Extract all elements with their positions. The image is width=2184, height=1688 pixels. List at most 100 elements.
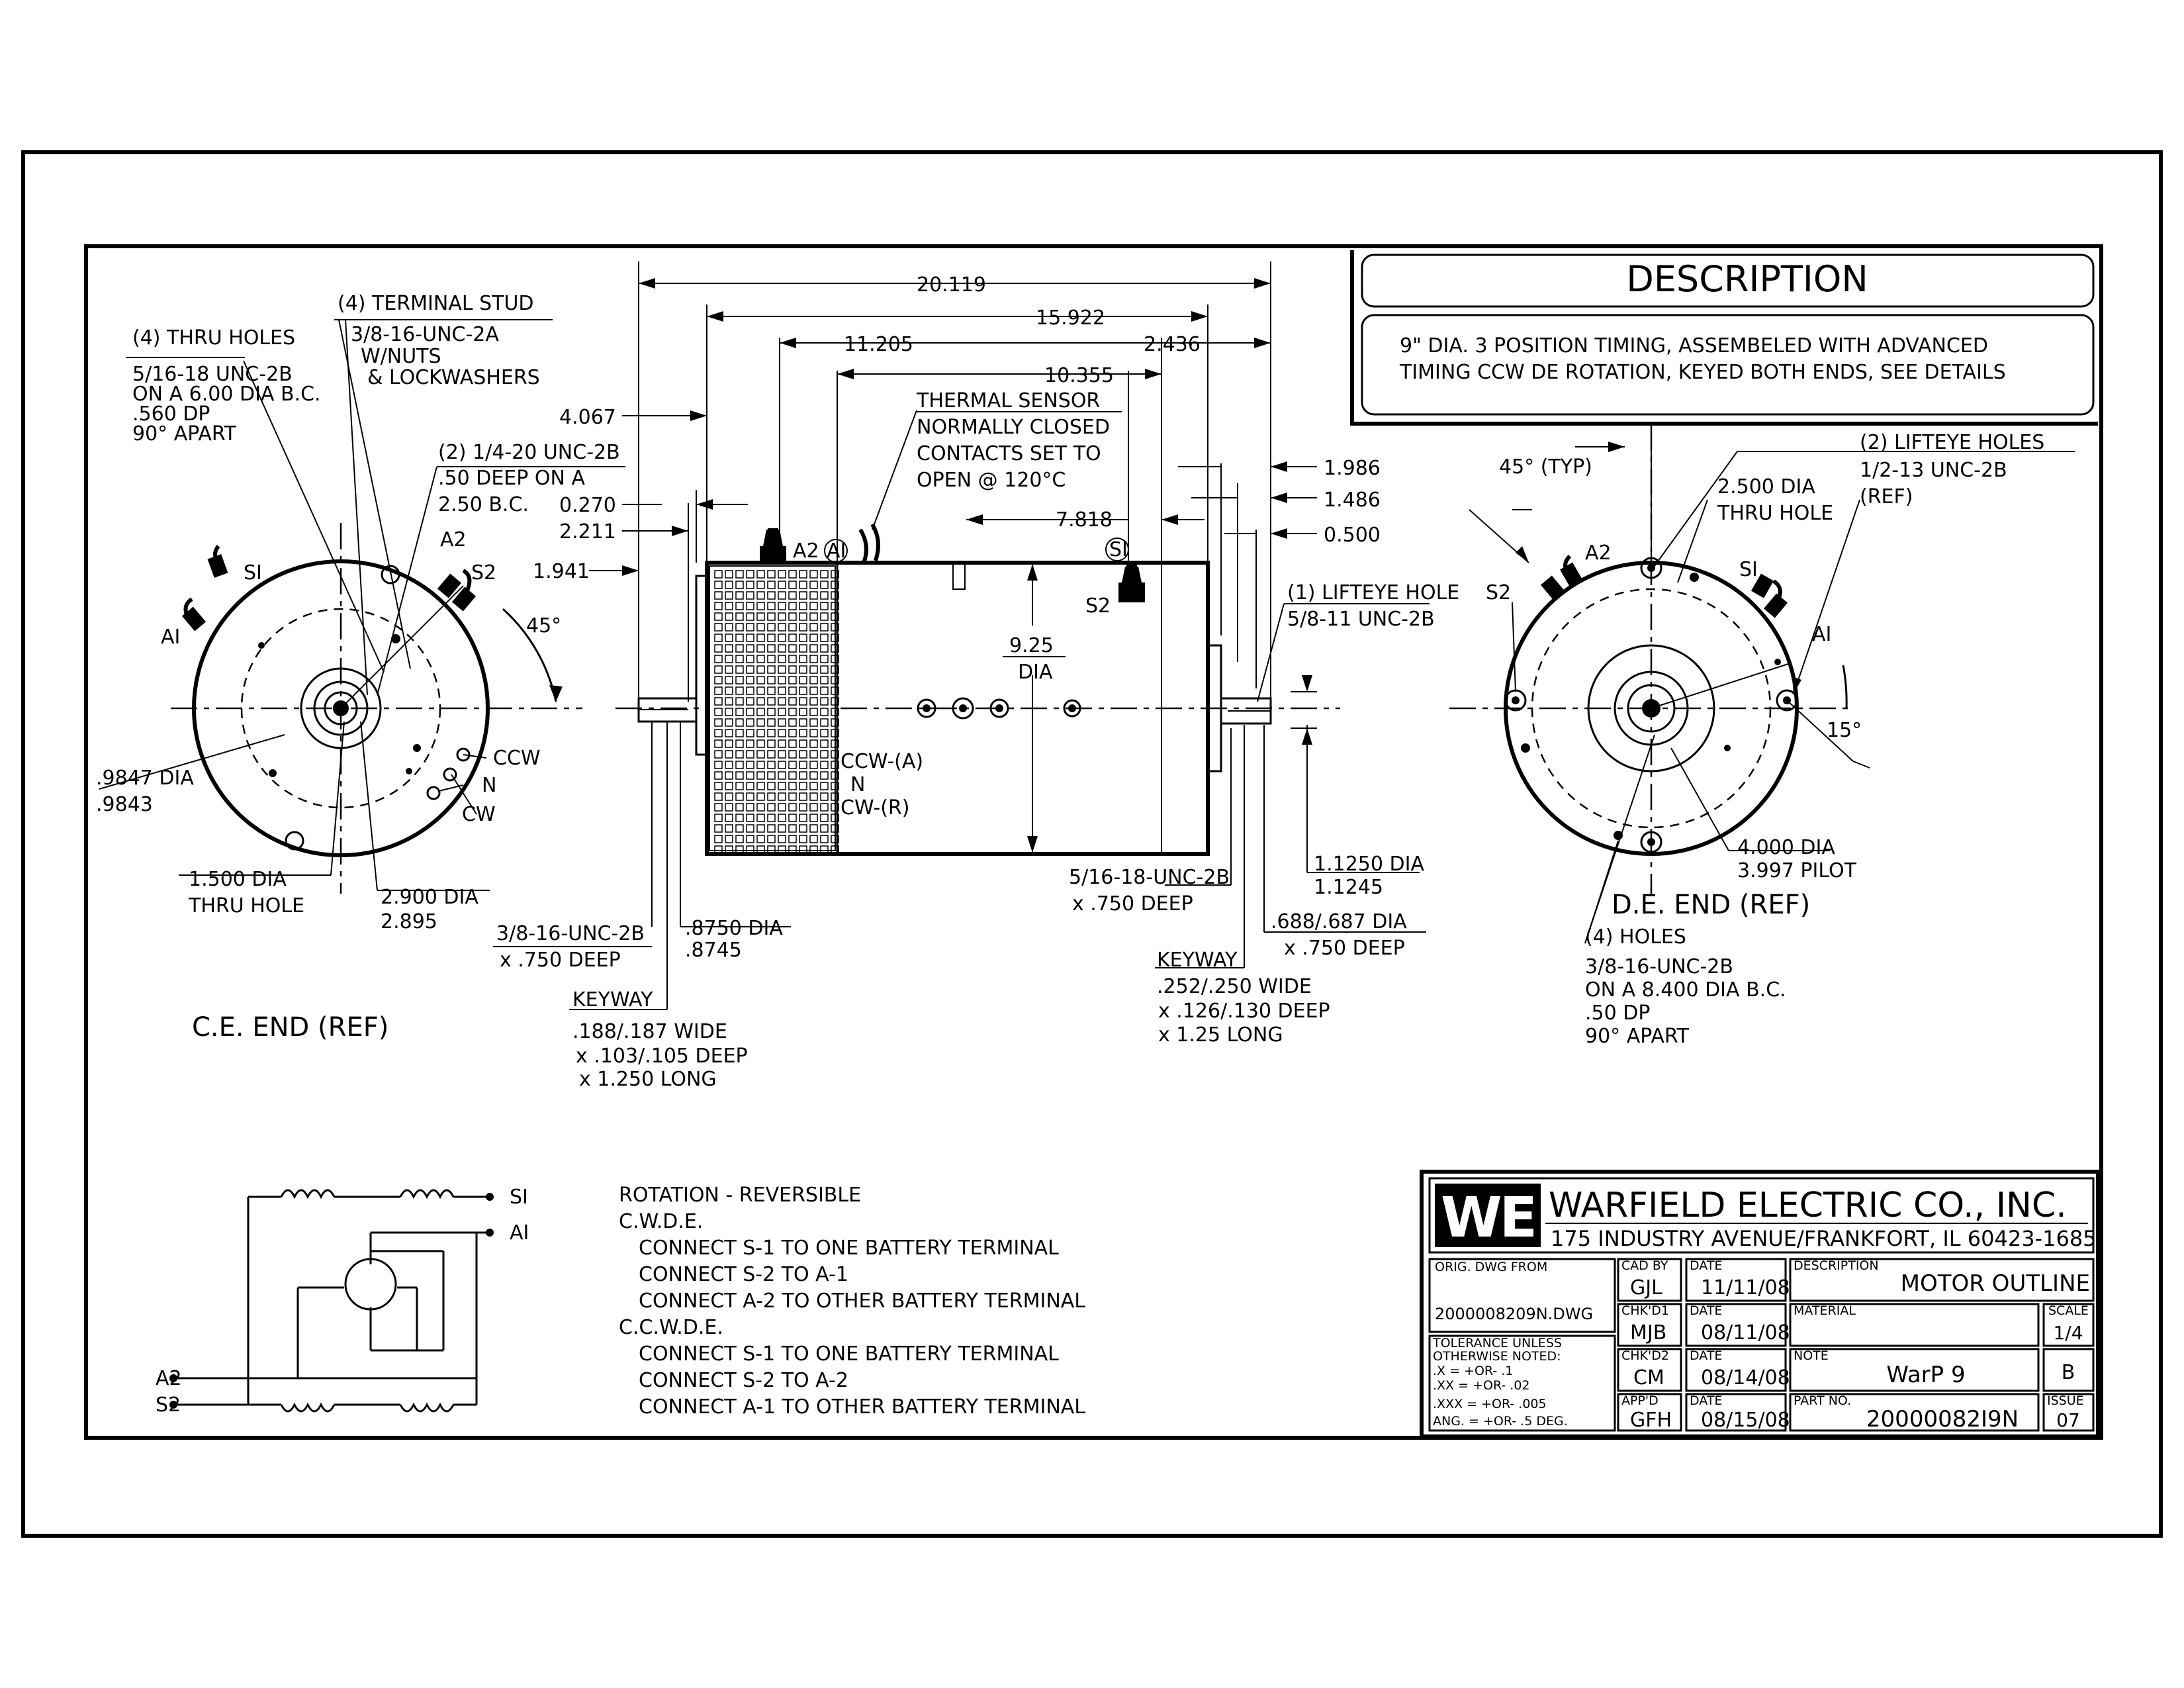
material-label: MATERIAL — [1794, 1303, 1856, 1318]
wiring-schematic: SI AI A2 S2 — [156, 1186, 529, 1417]
side-term-s1: SI — [1109, 538, 1128, 561]
ce-thru-holes-4: 90° APART — [132, 422, 237, 445]
tolerance-1: OTHERWISE NOTED: — [1433, 1349, 1561, 1364]
de-thru-hole-0: 2.500 DIA — [1717, 475, 1815, 498]
orig-dwg-label: ORIG. DWG FROM — [1435, 1260, 1547, 1274]
appd-label: APP'D — [1621, 1393, 1659, 1408]
de-holes-2: ON A 8.400 DIA B.C. — [1585, 978, 1786, 1002]
dim-11205: 11.205 — [844, 333, 913, 356]
scale-value: 1/4 — [2053, 1322, 2083, 1344]
de-lifteye-0: (2) LIFTEYE HOLES — [1860, 431, 2044, 454]
de-end-view — [1449, 424, 2075, 944]
ce-term-a1: AI — [161, 626, 180, 649]
de-labels: 45° (TYP) (2) LIFTEYE HOLES 1/2-13 UNC-2… — [1486, 431, 2044, 1048]
scale-label: SCALE — [2048, 1303, 2089, 1318]
description-line-2: TIMING CCW DE ROTATION, KEYED BOTH ENDS,… — [1399, 361, 2006, 384]
inner-border — [84, 244, 2103, 1440]
ce-bore-dia-1: .9843 — [96, 793, 153, 816]
description-label: DESCRIPTION — [1794, 1258, 1879, 1273]
tolerance-4: .XXX = +OR- .005 — [1433, 1397, 1547, 1411]
dim-7818: 7.818 — [1056, 508, 1113, 532]
company-logo: WE — [1435, 1184, 1541, 1250]
ce-terminal-stud-3: & LOCKWASHERS — [367, 366, 540, 389]
appd-value: GFH — [1630, 1409, 1672, 1432]
side-view — [493, 261, 1430, 1010]
date-2: 08/11/08 — [1701, 1321, 1790, 1344]
rev-value: B — [2062, 1361, 2075, 1384]
de-term-a2: A2 — [1585, 541, 1612, 565]
de-holes-1: 3/8-16-UNC-2B — [1585, 955, 1733, 978]
side-lifteye-1: 5/8-11 UNC-2B — [1287, 608, 1435, 631]
de-lifteye-2: (REF) — [1860, 485, 1913, 508]
outer-border — [21, 150, 2163, 1538]
ce-thru-holes-3: .560 DP — [132, 402, 210, 426]
tolerance-5: ANG. = +OR- .5 DEG. — [1433, 1414, 1568, 1429]
ce-term-a2: A2 — [440, 528, 467, 551]
side-term-s2: S2 — [1085, 594, 1111, 618]
ce-unc-holes-2: 2.50 B.C. — [438, 493, 529, 516]
description-header: DESCRIPTION — [1626, 258, 1868, 300]
schem-a2: A2 — [156, 1367, 182, 1390]
armature-symbol — [344, 1258, 397, 1311]
thermal-3: OPEN @ 120°C — [917, 469, 1066, 492]
de-thru-hole-1: THRU HOLE — [1717, 502, 1833, 525]
ce-keyway-1: .188/.187 WIDE — [572, 1020, 727, 1043]
logo-text: WE — [1441, 1185, 1535, 1250]
side-labels: 20.119 15.922 11.205 2.436 10.355 4.067 … — [496, 273, 1459, 1091]
side-term-a1: AI — [827, 539, 846, 563]
dim-10355: 10.355 — [1044, 364, 1114, 387]
ce-flange — [695, 575, 708, 756]
thermal-1: NORMALLY CLOSED — [917, 416, 1110, 439]
ce-thru-hole-0: 1.500 DIA — [189, 868, 287, 891]
chkd1-value: MJB — [1630, 1321, 1666, 1344]
de-tap-0: 5/16-18-UNC-2B — [1069, 866, 1230, 889]
de-keyway-1: .252/.250 WIDE — [1157, 975, 1312, 998]
de-tap-1: x .750 DEEP — [1072, 892, 1193, 915]
ce-end-view — [99, 319, 582, 894]
note-3: CONNECT S-2 TO A-1 — [639, 1263, 848, 1286]
dim-lines — [589, 278, 1317, 576]
company-name: WARFIELD ELECTRIC CO., INC. — [1549, 1186, 2067, 1225]
note-value: WarP 9 — [1886, 1362, 1965, 1388]
ce-timing-ccw: CCW — [493, 747, 541, 770]
issue-value: 07 — [2056, 1409, 2080, 1431]
de-keyway-3: x 1.25 LONG — [1158, 1023, 1283, 1047]
de-terminal-studs — [1540, 554, 1788, 618]
ce-angle-45: 45° — [526, 614, 561, 637]
ce-terminal-stud-1: 3/8-16-UNC-2A — [351, 323, 499, 346]
ce-pilot-dia-0: 2.900 DIA — [381, 886, 478, 909]
de-term-s1: SI — [1739, 558, 1758, 581]
de-term-s2: S2 — [1486, 581, 1511, 604]
dim-1986: 1.986 — [1324, 457, 1381, 480]
rotation-0: CCW-(A) — [841, 750, 923, 773]
note-7: CONNECT S-2 TO A-2 — [639, 1369, 848, 1392]
thermal-0: THERMAL SENSOR — [916, 389, 1100, 412]
de-tap2-0: .688/.687 DIA — [1271, 910, 1407, 933]
ce-tap-1: x .750 DEEP — [500, 949, 621, 972]
ce-keyway-0: KEYWAY — [572, 988, 653, 1011]
dim-dia-value: 9.25 — [1009, 634, 1054, 657]
note-5: C.C.W.D.E. — [619, 1316, 723, 1339]
de-keyway-0: KEYWAY — [1157, 949, 1238, 972]
ce-shaft-0: .8750 DIA — [685, 917, 783, 940]
side-terminals — [760, 523, 1145, 602]
ce-term-s1: SI — [244, 561, 262, 585]
description-line-1: 9" DIA. 3 POSITION TIMING, ASSEMBELED WI… — [1400, 334, 1988, 357]
ce-terminal-stud-0: (4) TERMINAL STUD — [338, 292, 534, 315]
de-pilot-1: 3.997 PILOT — [1737, 859, 1857, 882]
tolerance-3: .XX = +OR- .02 — [1433, 1378, 1530, 1393]
de-holes-4: 90° APART — [1585, 1025, 1690, 1048]
ce-pilot-dia-1: 2.895 — [381, 910, 437, 933]
de-tap2-1: x .750 DEEP — [1284, 937, 1405, 960]
description-value: MOTOR OUTLINE — [1901, 1270, 2090, 1297]
de-holes-0: (4) HOLES — [1585, 925, 1686, 949]
ce-bore-dia-0: .9847 DIA — [96, 767, 194, 790]
dim-15922: 15.922 — [1036, 306, 1105, 330]
dim-2436: 2.436 — [1144, 333, 1201, 356]
issue-label: ISSUE — [2047, 1393, 2084, 1408]
chkd1-label: CHK'D1 — [1621, 1303, 1669, 1318]
ce-thru-hole-1: THRU HOLE — [188, 894, 304, 917]
de-lifteye-1: 1/2-13 UNC-2B — [1860, 459, 2007, 482]
ce-timing-cw: CW — [462, 803, 496, 826]
dim-0500: 0.500 — [1324, 524, 1381, 547]
